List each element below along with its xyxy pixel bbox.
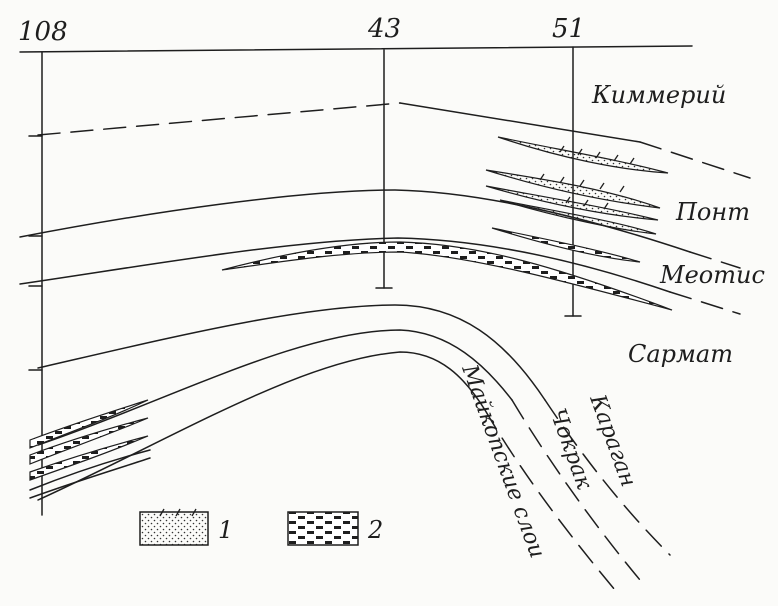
meotis-limestone-lens xyxy=(221,241,673,311)
legend-number-1: 1 xyxy=(218,516,233,544)
well-label-51: 51 xyxy=(552,14,585,44)
meotis-boundary xyxy=(19,237,671,293)
label-meotis: Меотис xyxy=(659,261,765,289)
label-kimmeri: Киммерий xyxy=(591,81,726,109)
legend-swatch-2 xyxy=(287,511,359,546)
legend-swatch-1 xyxy=(139,511,209,546)
kimmeri-boundary-dashed xyxy=(37,102,401,136)
datum-line xyxy=(19,45,693,53)
lower-limestone-lenses xyxy=(29,399,151,499)
label-sarmat: Сармат xyxy=(628,340,733,368)
well-label-108: 108 xyxy=(18,17,68,47)
legend-number-2: 2 xyxy=(367,516,383,544)
well-label-43: 43 xyxy=(367,14,401,44)
sarmat-boundary xyxy=(37,304,546,401)
legend: 1 2 xyxy=(139,508,383,546)
pont-shell-lenses xyxy=(485,136,669,263)
label-chokrak: Чокрак xyxy=(544,406,596,494)
chokrak-boundary xyxy=(37,329,513,446)
label-maikop: Майкопские слои xyxy=(456,361,550,562)
maikop-boundary xyxy=(37,351,486,501)
well-51 xyxy=(564,46,582,317)
kimmeri-boundary xyxy=(399,102,641,143)
label-pont: Понт xyxy=(675,198,750,226)
